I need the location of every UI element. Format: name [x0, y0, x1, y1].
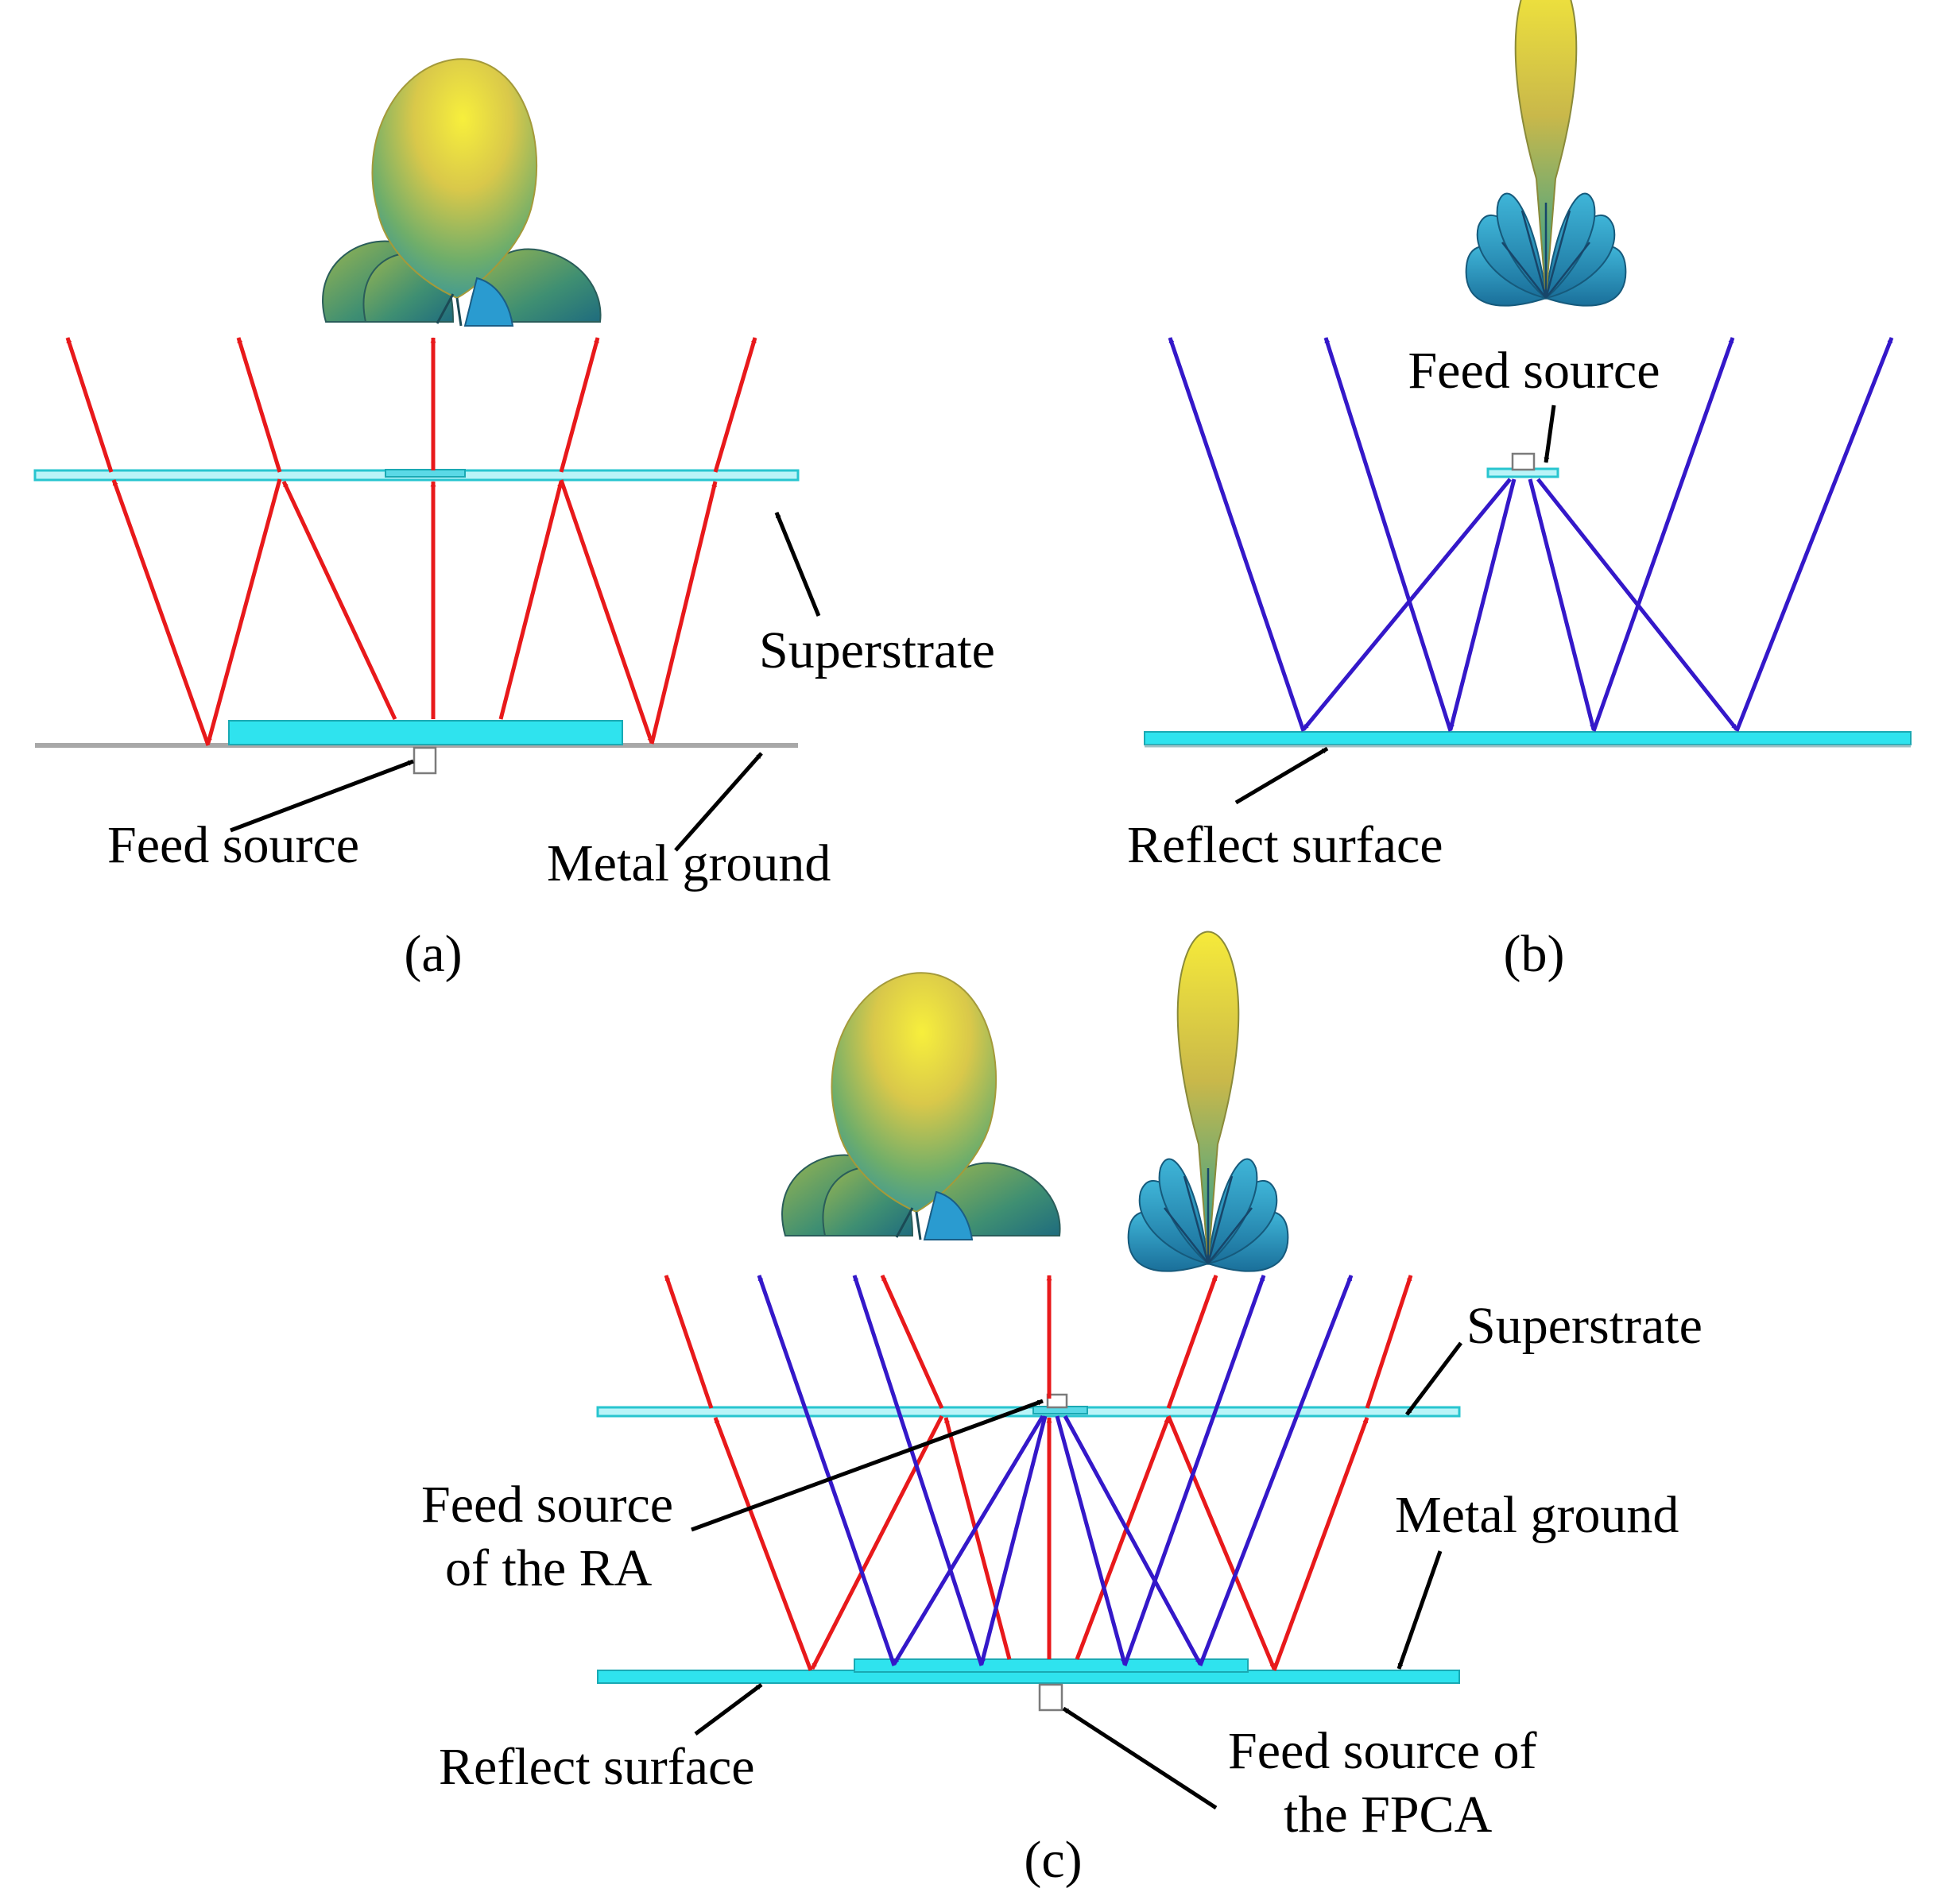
metal-ground-label: Metal ground: [547, 834, 831, 892]
radiation-pattern-broad-icon-c: [781, 971, 1062, 1241]
fpca-rays-c: [664, 1274, 1413, 1671]
feed-source-label-b: Feed source: [1408, 342, 1660, 400]
ra-feed-source: [1511, 452, 1536, 471]
panel-b: Feed source Reflect surface (b): [1127, 0, 1912, 983]
caption-b: (b): [1504, 925, 1565, 983]
feed-source-label: Feed source: [107, 816, 359, 874]
ra-feed-pointer-c: [691, 1399, 1044, 1532]
caption-c: (c): [1024, 1831, 1082, 1889]
reflect-surface-pointer: [1234, 746, 1329, 805]
superstrate-layer-c: [596, 1406, 1461, 1418]
fpca-rays-a: [65, 337, 757, 746]
panel-c: Superstrate Metal ground Feed source of …: [421, 931, 1703, 1889]
reflect-surface-pointer-c: [694, 1682, 763, 1736]
superstrate-label-c: Superstrate: [1466, 1297, 1703, 1355]
reflect-surface: [1144, 731, 1912, 745]
radiation-pattern-narrow-icon: [1465, 0, 1627, 307]
superstrate-pointer: [774, 512, 821, 617]
ra-feed-pointer: [1544, 404, 1556, 463]
metal-ground-label-c: Metal ground: [1395, 1486, 1679, 1544]
superstrate-pointer-c: [1405, 1341, 1462, 1416]
metal-ground-pointer: [674, 752, 763, 852]
caption-a: (a): [404, 925, 462, 983]
fpca-feed-label-line2: the FPCA: [1284, 1786, 1493, 1844]
patch-antenna: [228, 720, 623, 745]
radiation-pattern-narrow-icon-c: [1127, 931, 1289, 1272]
superstrate-center-patch: [385, 469, 466, 478]
feed-source-probe: [413, 746, 437, 775]
ra-feed-label-line1: Feed source: [421, 1476, 673, 1534]
reflect-surface-label-c: Reflect surface: [439, 1738, 755, 1796]
reflect-surface-label: Reflect surface: [1127, 816, 1443, 874]
ra-rays-b: [1168, 337, 1894, 732]
ra-feed-label-line2: of the RA: [445, 1539, 653, 1597]
radiation-pattern-broad-icon: [321, 57, 602, 327]
ra-rays-c: [757, 1275, 1354, 1666]
feed-source-pointer: [230, 759, 414, 833]
superstrate-label: Superstrate: [759, 621, 995, 679]
fpca-feed-pointer-c: [1062, 1706, 1218, 1810]
metal-ground-pointer-c: [1396, 1550, 1443, 1670]
fpca-feed-label-line1: Feed source of: [1228, 1722, 1537, 1780]
panel-a: Superstrate Feed source Metal ground (a): [33, 57, 995, 983]
ra-feed-source-c: [1046, 1393, 1068, 1409]
fpca-feed-probe-c: [1038, 1683, 1063, 1712]
fpca-patch-c: [854, 1658, 1249, 1673]
